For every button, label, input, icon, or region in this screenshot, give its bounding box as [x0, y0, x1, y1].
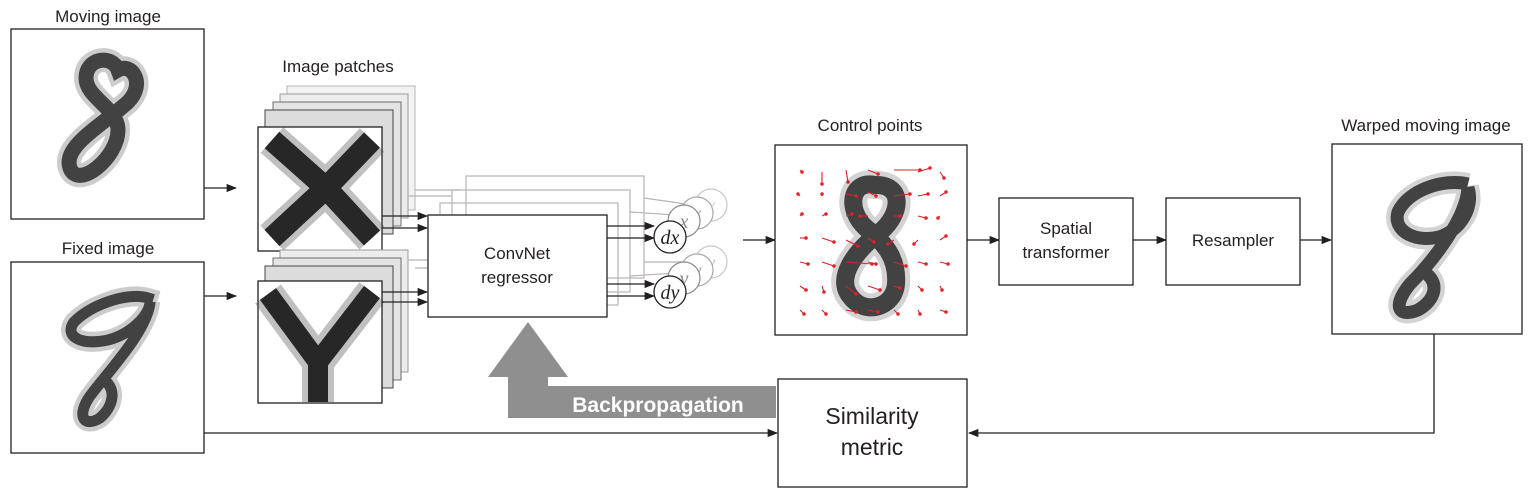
arrow-warped-to-similarity	[967, 334, 1435, 438]
backpropagation-label: Backpropagation	[572, 394, 744, 417]
similarity-label-line2: metric	[841, 434, 904, 460]
convnet-label-line1: ConvNet	[484, 244, 550, 263]
resampler-box: Resampler	[1165, 197, 1301, 286]
moving-image-label: Moving image	[55, 7, 161, 26]
dx-label: dx	[661, 227, 680, 249]
dx-output: dx	[653, 220, 687, 254]
warped-image-panel	[1331, 143, 1523, 335]
control-points-panel	[774, 144, 968, 336]
ghost-x-label-3: x	[679, 211, 689, 233]
warped-image-label: Warped moving image	[1341, 116, 1510, 135]
spatial-label-line2: transformer	[1023, 243, 1110, 262]
image-patches-label: Image patches	[282, 57, 394, 76]
backpropagation-arrow: Backpropagation	[488, 322, 776, 418]
dy-label: dy	[661, 282, 680, 304]
similarity-metric-box: Similarity metric	[777, 378, 968, 488]
moving-image-panel	[10, 28, 205, 220]
ghost-y-label-3: y	[678, 268, 689, 290]
spatial-label-line1: Spatial	[1040, 219, 1092, 238]
similarity-label-line1: Similarity	[825, 403, 919, 429]
control-points-label: Control points	[818, 116, 923, 135]
convnet-label-line2: regressor	[481, 268, 553, 287]
image-patch-stack-top	[257, 85, 416, 252]
resampler-label: Resampler	[1192, 231, 1275, 250]
spatial-transformer-box: Spatial transformer	[998, 197, 1134, 286]
dy-output: dy	[653, 275, 687, 309]
fixed-image-label: Fixed image	[62, 239, 155, 258]
control-point-vectors	[796, 166, 950, 316]
fixed-image-panel	[10, 261, 205, 454]
convnet-regressor-box: ConvNet regressor	[427, 214, 608, 318]
image-patch-stack-bottom	[255, 249, 409, 404]
